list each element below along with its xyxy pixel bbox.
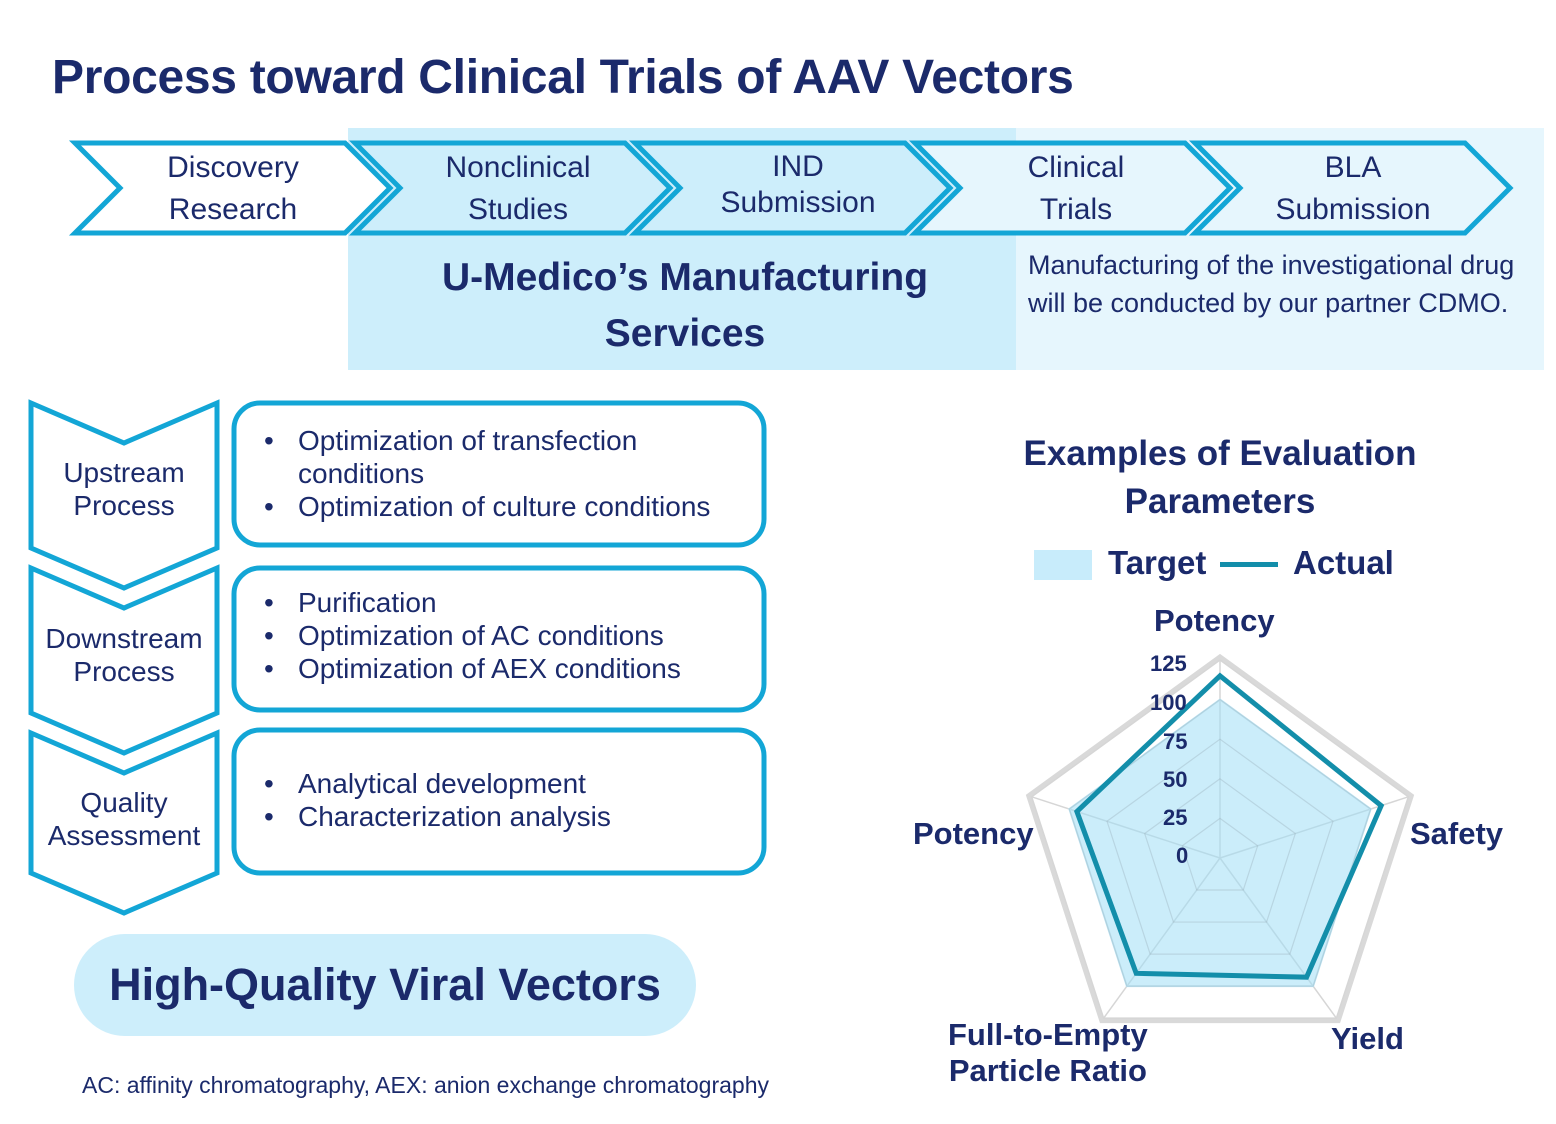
stage-arrow-nonclinical [348, 140, 674, 236]
list-item: Purification [260, 586, 750, 619]
partner-cdmo-note: Manufacturing of the investigational dru… [1028, 250, 1515, 318]
radar-grid-overlay-50 [1143, 778, 1297, 923]
legend-actual-label: Actual [1293, 544, 1394, 581]
stage-arrow-discovery [68, 140, 394, 236]
result-pill [74, 934, 696, 1036]
axis-label-safety: Safety [1410, 816, 1504, 851]
tick-label-75: 75 [1163, 729, 1188, 754]
axis-label-yield: Yield [1331, 1021, 1404, 1056]
list-item: Optimization of AEX conditions [260, 652, 750, 685]
chevron-downstream [28, 564, 220, 756]
axis-label-potency-top: Potency [1154, 603, 1275, 638]
legend-target-swatch [1034, 550, 1092, 580]
radar-series-actual [1073, 672, 1385, 980]
list-item: Characterization analysis [260, 800, 750, 833]
list-item: Optimization of culture conditions [260, 490, 720, 523]
list-item: Analytical development [260, 767, 750, 800]
quality-detail-list: Analytical development Characterization … [260, 767, 750, 833]
radar-series-target [1068, 698, 1372, 988]
stage-arrow-clinical [908, 140, 1234, 236]
legend-target-label: Target [1108, 544, 1207, 581]
tick-label-25: 25 [1163, 805, 1188, 830]
downstream-detail-list: Purification Optimization of AC conditio… [260, 586, 750, 685]
list-item: Optimization of transfection conditions [260, 424, 720, 490]
chevron-upstream [28, 399, 220, 591]
axis-label-full-to-empty: Full-to-Empty Particle Ratio [948, 1017, 1148, 1088]
page-title: Process toward Clinical Trials of AAV Ve… [52, 51, 1074, 104]
abbreviation-footnote: AC: affinity chromatography, AEX: anion … [82, 1072, 769, 1098]
tick-label-0: 0 [1176, 843, 1189, 868]
radar-grid-overlay-75 [1106, 738, 1334, 955]
radar-grid-overlay-100 [1068, 698, 1372, 987]
stage-arrow-ind [628, 140, 954, 236]
result-label: High-Quality Viral Vectors [109, 959, 661, 1010]
list-item: Optimization of AC conditions [260, 619, 750, 652]
tick-label-100: 100 [1150, 690, 1187, 715]
legend-actual-line [1220, 562, 1278, 567]
axis-label-potency-left: Potency [913, 816, 1034, 851]
upstream-detail-list: Optimization of transfection conditions … [260, 424, 720, 523]
stage-arrow-bla [1188, 140, 1514, 236]
chart-title: Examples of Evaluation Parameters [1023, 434, 1417, 521]
chevron-quality [28, 729, 220, 916]
tick-label-125: 125 [1150, 651, 1187, 676]
radar-grid-overlay-25 [1181, 817, 1259, 891]
tick-label-50: 50 [1163, 767, 1188, 792]
